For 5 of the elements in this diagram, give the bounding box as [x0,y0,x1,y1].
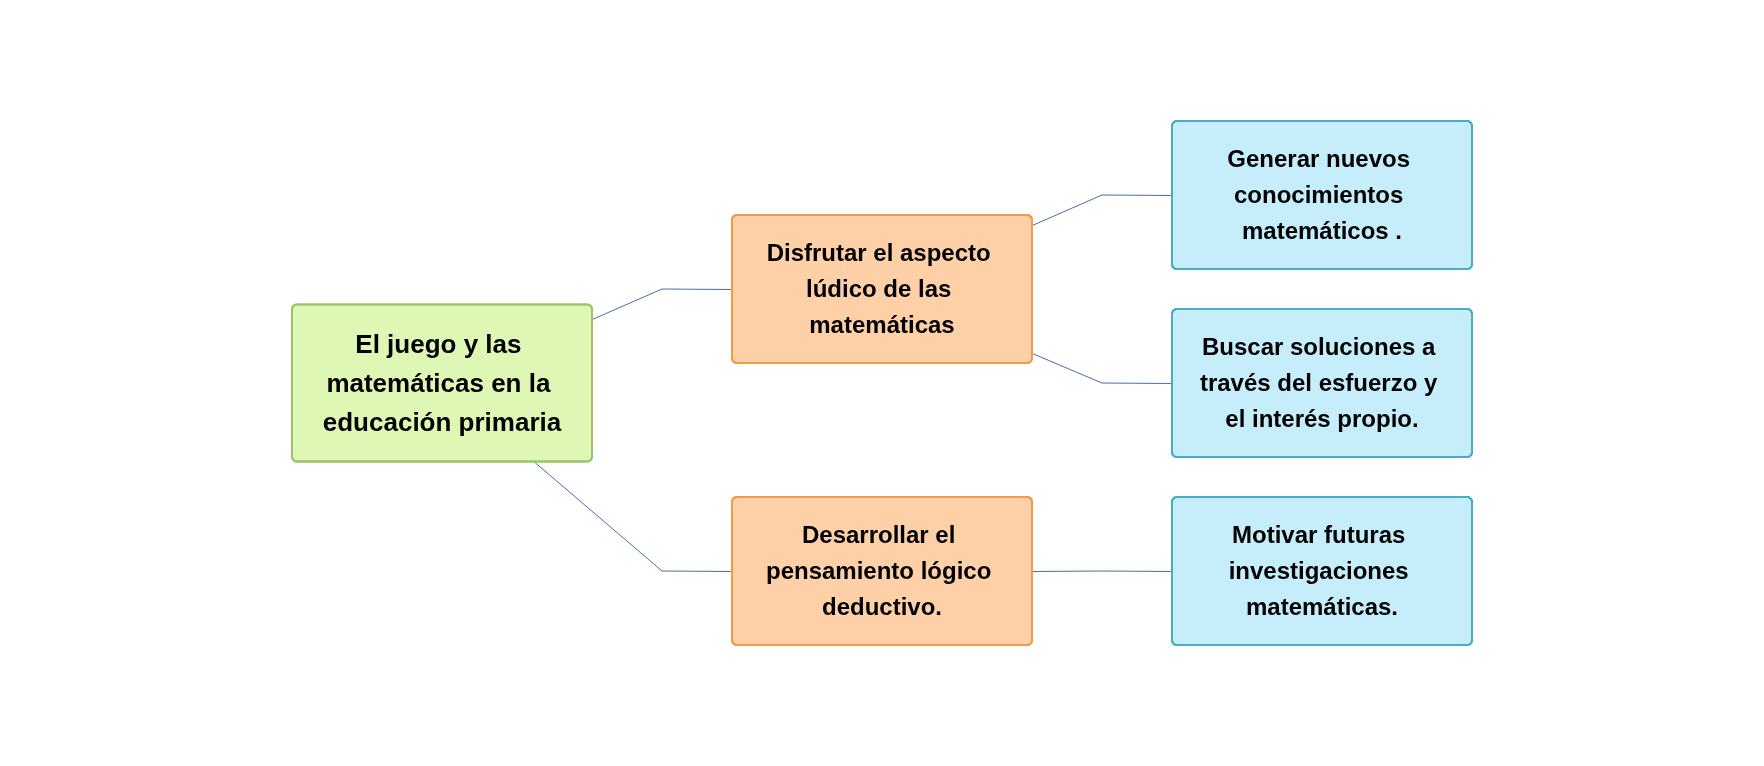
connector [533,461,733,572]
connector [1032,570,1173,572]
connector [1032,353,1173,384]
connector [1032,194,1173,226]
connector [592,288,733,320]
